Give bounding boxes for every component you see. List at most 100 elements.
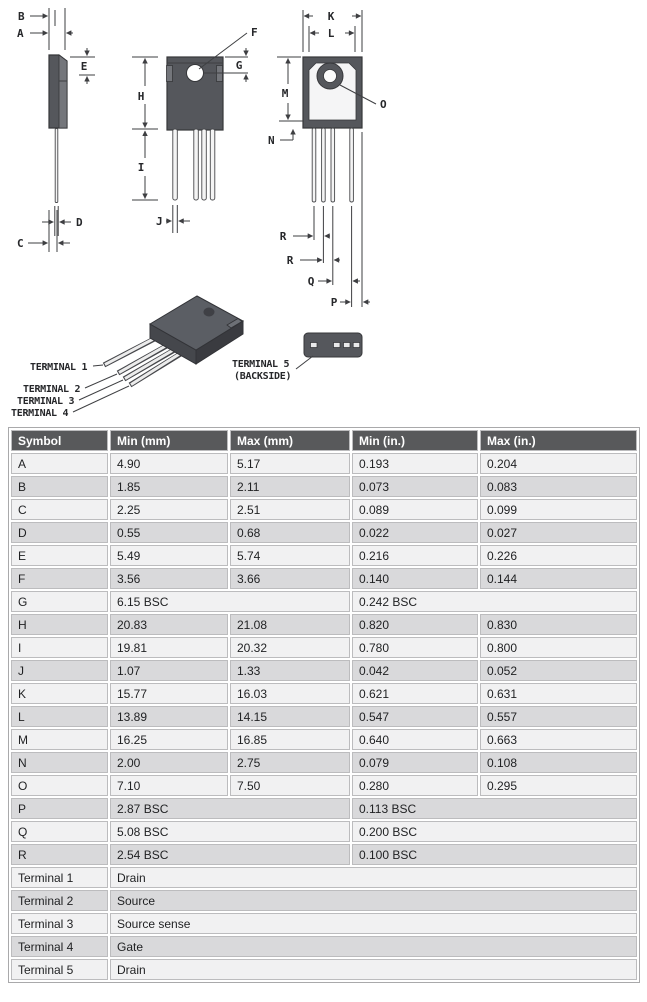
value-cell: 0.042 — [352, 660, 478, 681]
dim-label-f: F — [251, 26, 258, 39]
dim-label-p: P — [331, 296, 338, 309]
value-cell: Drain — [110, 867, 637, 888]
value-cell: 0.099 — [480, 499, 637, 520]
symbol-cell: B — [11, 476, 108, 497]
value-cell: 0.295 — [480, 775, 637, 796]
value-cell: 2.11 — [230, 476, 350, 497]
value-cell: 0.547 — [352, 706, 478, 727]
value-cell: 0.052 — [480, 660, 637, 681]
dim-label-r1: R — [280, 230, 287, 243]
symbol-cell: O — [11, 775, 108, 796]
value-cell: 0.640 — [352, 729, 478, 750]
dim-label-m: M — [282, 87, 289, 100]
terminal-2-label: TERMINAL 2 — [23, 384, 80, 395]
value-cell: Drain — [110, 959, 637, 980]
symbol-cell: E — [11, 545, 108, 566]
value-cell: 0.108 — [480, 752, 637, 773]
side-view: B A E D C — [17, 8, 95, 252]
terminal-5-backside-label: (BACKSIDE) — [234, 371, 291, 382]
symbol-cell: H — [11, 614, 108, 635]
value-cell: 16.03 — [230, 683, 350, 704]
dim-label-i: I — [138, 161, 145, 174]
value-cell: 1.85 — [110, 476, 228, 497]
value-cell: 2.54 BSC — [110, 844, 350, 865]
dim-label-g: G — [236, 59, 243, 72]
value-cell: 5.49 — [110, 545, 228, 566]
value-cell: 2.00 — [110, 752, 228, 773]
dim-label-n: N — [268, 134, 275, 147]
value-cell: 0.083 — [480, 476, 637, 497]
value-cell: 0.55 — [110, 522, 228, 543]
value-cell: 0.200 BSC — [352, 821, 637, 842]
symbol-cell: C — [11, 499, 108, 520]
dimension-table: Symbol Min (mm) Max (mm) Min (in.) Max (… — [8, 427, 640, 983]
dim-label-q: Q — [308, 275, 315, 288]
value-cell: 0.68 — [230, 522, 350, 543]
symbol-cell: F — [11, 568, 108, 589]
symbol-cell: N — [11, 752, 108, 773]
dim-label-a: A — [17, 27, 24, 40]
value-cell: 5.74 — [230, 545, 350, 566]
value-cell: 0.820 — [352, 614, 478, 635]
value-cell: 6.15 BSC — [110, 591, 350, 612]
value-cell: 0.089 — [352, 499, 478, 520]
symbol-cell: Terminal 5 — [11, 959, 108, 980]
dim-label-h: H — [138, 90, 145, 103]
symbol-cell: L — [11, 706, 108, 727]
value-cell: 2.25 — [110, 499, 228, 520]
value-cell: 0.193 — [352, 453, 478, 474]
value-cell: 2.51 — [230, 499, 350, 520]
terminal-5-label: TERMINAL 5 — [232, 359, 289, 370]
symbol-cell: M — [11, 729, 108, 750]
value-cell: 0.242 BSC — [352, 591, 637, 612]
value-cell: 7.50 — [230, 775, 350, 796]
value-cell: 0.079 — [352, 752, 478, 773]
front-view: F G H I J — [132, 26, 258, 233]
value-cell: 16.85 — [230, 729, 350, 750]
value-cell: 5.17 — [230, 453, 350, 474]
symbol-cell: Terminal 4 — [11, 936, 108, 957]
dim-label-d: D — [76, 216, 83, 229]
value-cell: 0.144 — [480, 568, 637, 589]
symbol-cell: I — [11, 637, 108, 658]
symbol-cell: Terminal 1 — [11, 867, 108, 888]
symbol-cell: J — [11, 660, 108, 681]
symbol-cell: K — [11, 683, 108, 704]
value-cell: 20.32 — [230, 637, 350, 658]
value-cell: 21.08 — [230, 614, 350, 635]
value-cell: 20.83 — [110, 614, 228, 635]
backside-view: TERMINAL 5 (BACKSIDE) — [232, 332, 363, 382]
symbol-cell: G — [11, 591, 108, 612]
value-cell: 2.87 BSC — [110, 798, 350, 819]
value-cell: 0.216 — [352, 545, 478, 566]
symbol-cell: A — [11, 453, 108, 474]
symbol-cell: Terminal 2 — [11, 890, 108, 911]
header-min-in: Min (in.) — [352, 430, 478, 451]
value-cell: 19.81 — [110, 637, 228, 658]
value-cell: 0.100 BSC — [352, 844, 637, 865]
dim-label-o: O — [380, 98, 387, 111]
value-cell: 0.631 — [480, 683, 637, 704]
dim-label-e: E — [81, 60, 88, 73]
table-header-row: Symbol Min (mm) Max (mm) Min (in.) Max (… — [11, 430, 637, 451]
back-view: K L O M N — [268, 10, 387, 309]
